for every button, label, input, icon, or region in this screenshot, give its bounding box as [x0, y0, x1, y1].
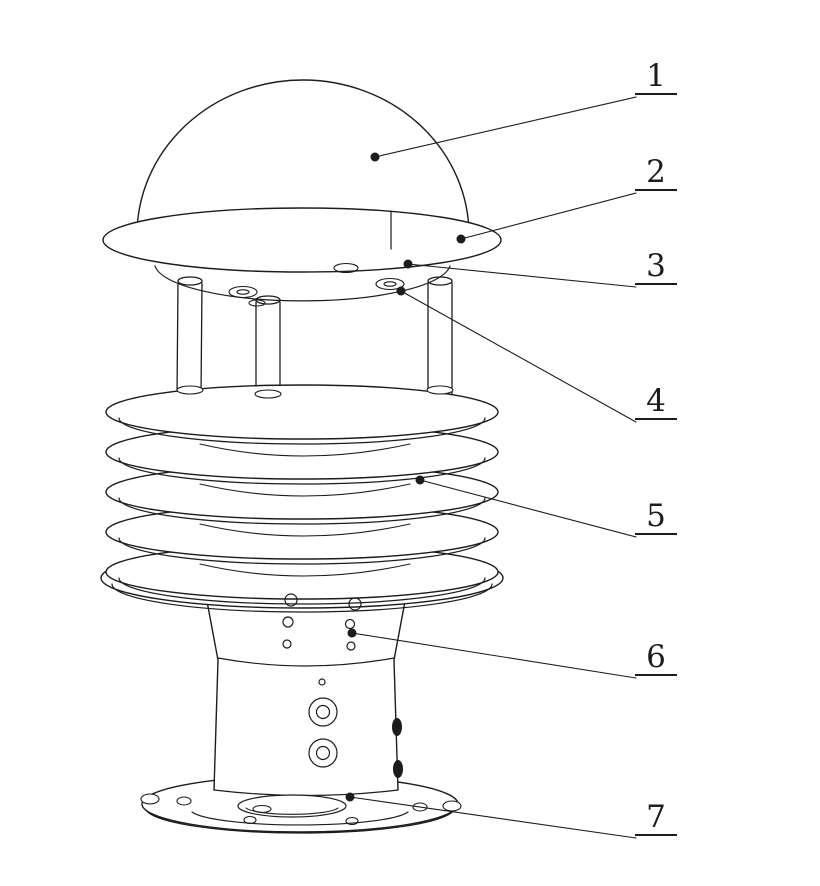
callout-3: 3	[635, 249, 677, 285]
dot-1	[370, 152, 380, 162]
dot-7	[345, 792, 355, 802]
ring-underside-plate	[154, 265, 451, 302]
dot-4	[396, 286, 406, 296]
louver-plate-1	[105, 384, 499, 440]
base-tab-left	[140, 793, 160, 805]
top-ring	[102, 207, 502, 307]
ring-fasteners	[228, 262, 405, 307]
support-pillars	[176, 276, 453, 398]
callout-5: 5	[635, 499, 677, 535]
callout-6-number: 6	[646, 639, 666, 675]
callout-1-number: 1	[646, 58, 666, 94]
dome-outline	[136, 79, 470, 236]
dome	[136, 79, 470, 236]
body-joint-line	[217, 657, 395, 667]
sensor-body	[205, 595, 407, 797]
body-left-edge	[205, 595, 219, 791]
dot-6	[347, 628, 357, 638]
callout-3-number: 3	[646, 248, 666, 284]
body-port-lower	[308, 738, 338, 768]
body-right-edge	[393, 595, 407, 791]
callout-7: 7	[635, 800, 677, 836]
callout-2: 2	[635, 155, 677, 191]
dot-3	[403, 259, 413, 269]
callout-1: 1	[635, 59, 677, 95]
callout-dots	[345, 152, 466, 802]
callout-5-number: 5	[646, 498, 666, 534]
leader-3	[407, 263, 637, 288]
base-thickness-edge	[145, 809, 455, 834]
dot-5	[415, 475, 425, 485]
leader-2	[460, 192, 637, 240]
ring-outline	[102, 207, 502, 273]
leader-7	[349, 796, 637, 839]
base-tab-right	[442, 800, 462, 812]
callout-2-number: 2	[646, 154, 666, 190]
leader-6	[351, 632, 637, 679]
pillar-feet	[176, 385, 454, 399]
base-center-boss	[237, 794, 347, 818]
callout-7-number: 7	[646, 799, 666, 835]
base-holes	[176, 796, 428, 826]
side-connector-lower	[393, 760, 403, 778]
leader-4	[400, 290, 637, 423]
base-inner-edge	[191, 811, 409, 826]
dot-2	[456, 234, 466, 244]
callout-6: 6	[635, 640, 677, 676]
callout-4-number: 4	[646, 383, 666, 419]
louver-stack	[100, 384, 504, 613]
body-holes	[282, 593, 403, 778]
leader-5	[419, 479, 637, 538]
body-port-upper	[308, 697, 338, 727]
side-connector-upper	[392, 718, 402, 736]
leader-1	[374, 96, 637, 158]
callout-4: 4	[635, 384, 677, 420]
leader-lines	[349, 96, 637, 839]
